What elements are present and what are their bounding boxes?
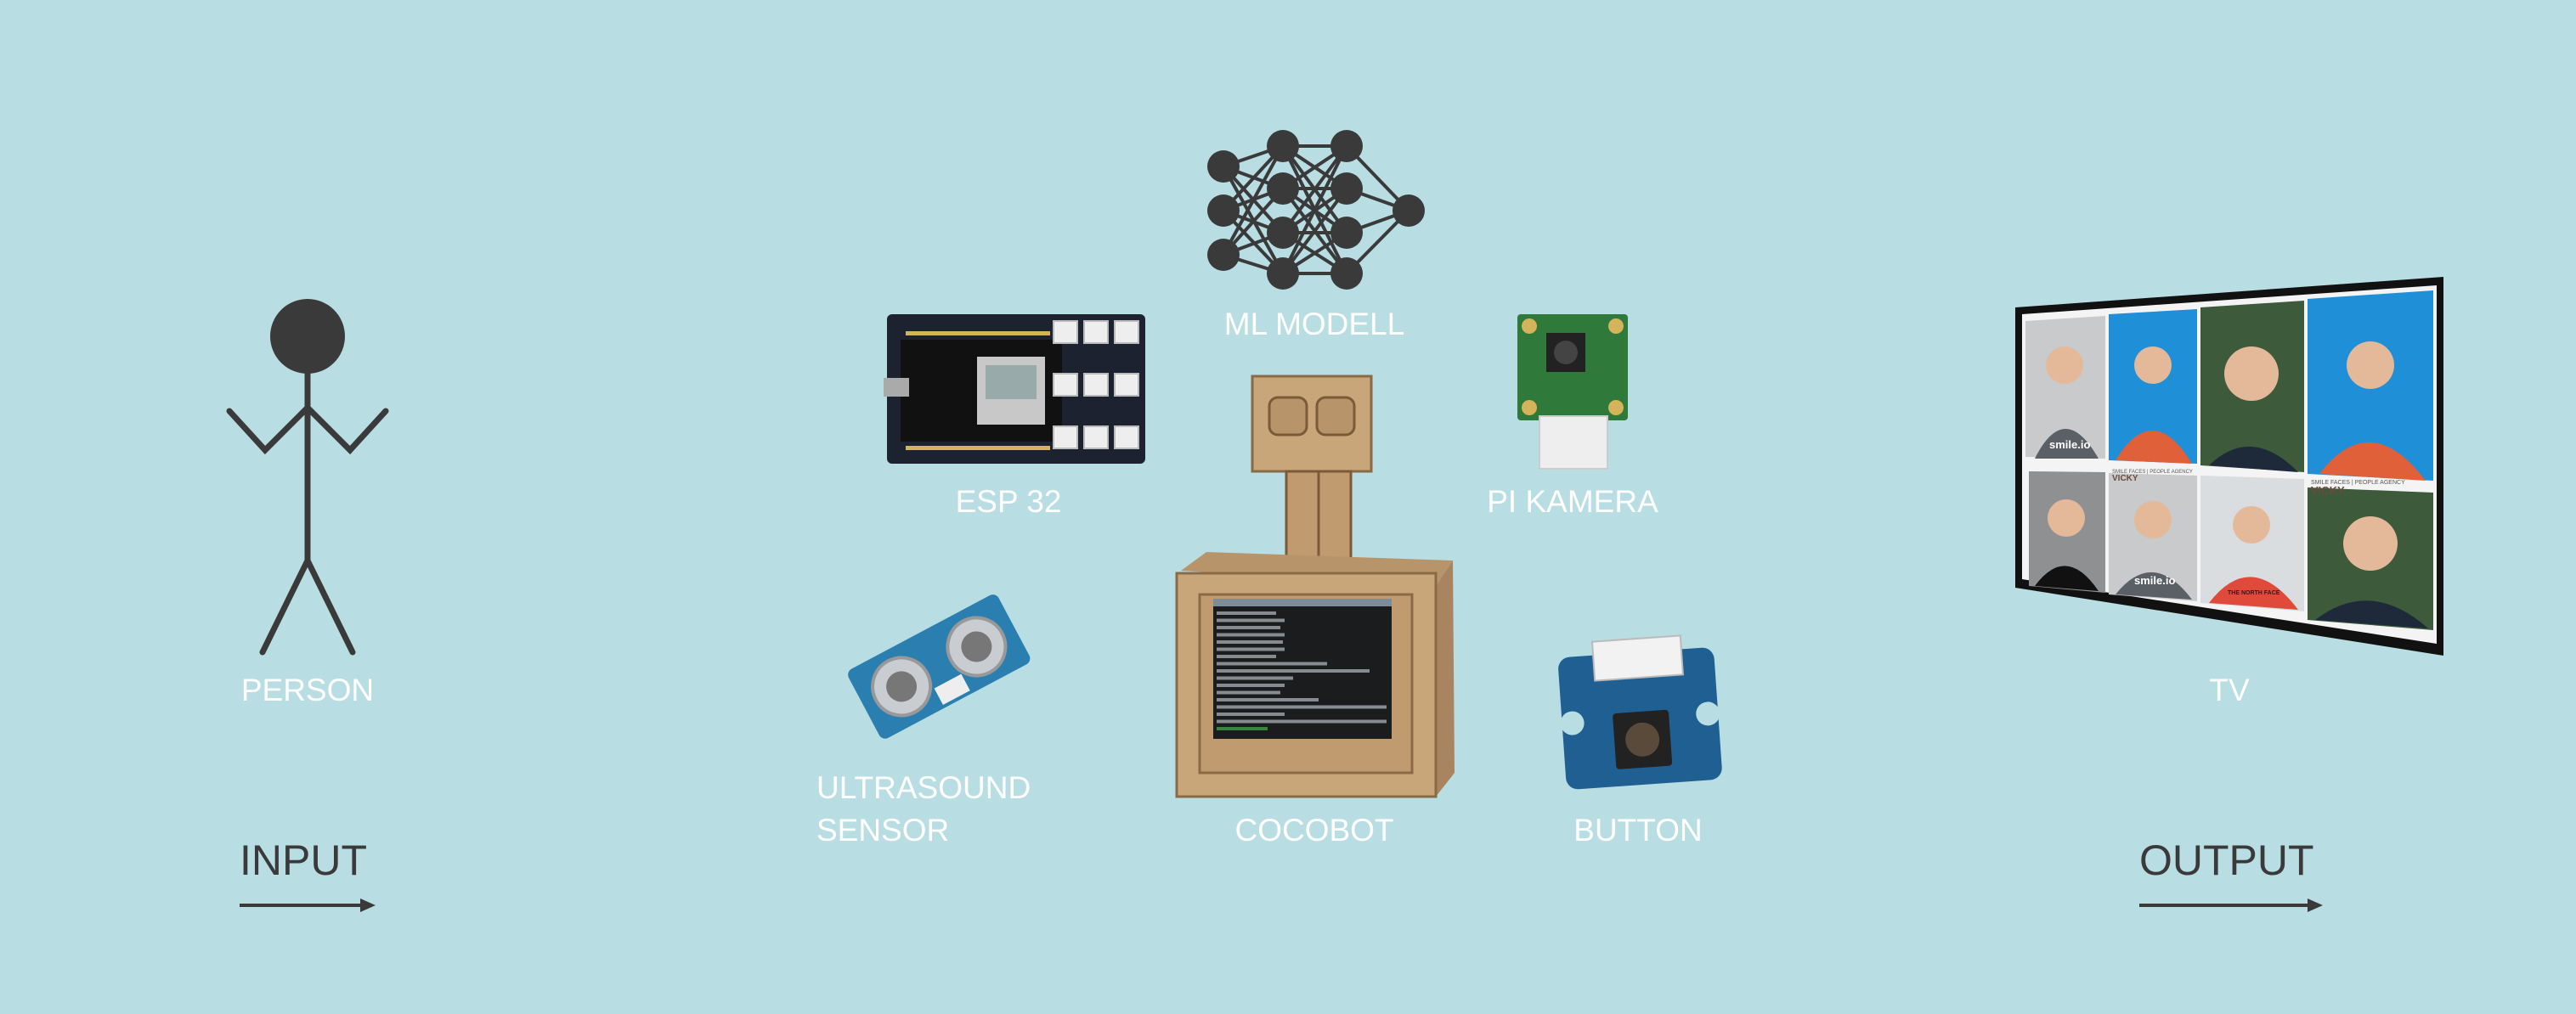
person-label: PERSON bbox=[241, 673, 374, 707]
nn-connection bbox=[1222, 145, 1285, 256]
nn-node bbox=[1267, 257, 1299, 290]
ml-model-label: ML MODELL bbox=[1224, 307, 1404, 341]
cocobot-label: COCOBOT bbox=[1234, 813, 1393, 848]
cocobot-robot bbox=[1175, 375, 1455, 798]
nn-node bbox=[1330, 217, 1363, 249]
esp32-board bbox=[884, 314, 1145, 464]
terminal-line bbox=[1217, 647, 1285, 651]
nn-node bbox=[1207, 239, 1240, 271]
output-label: OUTPUT bbox=[2139, 837, 2314, 884]
nn-connection bbox=[1281, 145, 1348, 274]
terminal-line bbox=[1217, 690, 1280, 695]
terminal-line bbox=[1217, 633, 1285, 637]
pi-camera-label: PI KAMERA bbox=[1487, 484, 1658, 519]
terminal-line bbox=[1217, 727, 1268, 730]
nn-node bbox=[1267, 172, 1299, 205]
terminal-line bbox=[1217, 719, 1387, 724]
esp32-label: ESP 32 bbox=[956, 484, 1062, 519]
terminal-line bbox=[1217, 640, 1283, 644]
terminal-line bbox=[1217, 669, 1370, 673]
person-figure bbox=[226, 299, 389, 656]
terminal-line bbox=[1217, 618, 1285, 622]
tv-agency-text: SMILE FACES | PEOPLE AGENCY bbox=[2112, 470, 2193, 475]
terminal-line bbox=[1217, 655, 1276, 658]
terminal-line bbox=[1217, 698, 1319, 701]
terminal-output bbox=[1217, 611, 1387, 730]
ultrasound-label-line2: SENSOR bbox=[816, 813, 949, 848]
tv-name-text: VICKY bbox=[2112, 474, 2138, 483]
grove-button-module bbox=[1558, 634, 1722, 790]
neural-network-icon bbox=[1207, 130, 1425, 290]
nn-node bbox=[1393, 194, 1425, 227]
nn-node bbox=[1207, 194, 1240, 227]
input-label: INPUT bbox=[240, 837, 367, 884]
nn-connection bbox=[1281, 144, 1348, 234]
push-button-icon bbox=[1625, 722, 1660, 757]
terminal-line bbox=[1217, 611, 1276, 615]
nn-node bbox=[1330, 130, 1363, 162]
terminal-line bbox=[1217, 713, 1285, 716]
terminal-line bbox=[1217, 662, 1327, 666]
nn-node bbox=[1330, 257, 1363, 290]
terminal-line bbox=[1217, 676, 1293, 680]
ultrasound-label-line1: ULTRASOUND bbox=[816, 770, 1031, 805]
tv-shirt-text: THE NORTH FACE bbox=[2228, 590, 2280, 596]
nn-node bbox=[1267, 217, 1299, 249]
tv-agency-text-2: SMILE FACES | PEOPLE AGENCY bbox=[2311, 480, 2405, 486]
ultrasound-sensor bbox=[848, 594, 1031, 739]
nn-node bbox=[1330, 172, 1363, 205]
terminal-line bbox=[1217, 684, 1285, 687]
tv-name-text-2: VICKY bbox=[2311, 484, 2345, 497]
tv-display: smile.io smile.io SMILE FACES | PEOPLE A… bbox=[2015, 277, 2443, 656]
pi-camera-module bbox=[1517, 314, 1628, 470]
output-arrow bbox=[2139, 899, 2323, 912]
nn-node bbox=[1267, 130, 1299, 162]
person-head bbox=[270, 299, 345, 374]
terminal-line bbox=[1217, 705, 1387, 709]
nn-node bbox=[1207, 150, 1240, 183]
terminal-line bbox=[1217, 626, 1280, 629]
nn-connection bbox=[1281, 187, 1348, 275]
tv-brand-text-2: smile.io bbox=[2134, 574, 2175, 587]
input-arrow bbox=[240, 899, 376, 912]
button-label: BUTTON bbox=[1573, 813, 1702, 848]
tv-brand-text: smile.io bbox=[2049, 438, 2090, 451]
tv-label: TV bbox=[2209, 673, 2250, 707]
